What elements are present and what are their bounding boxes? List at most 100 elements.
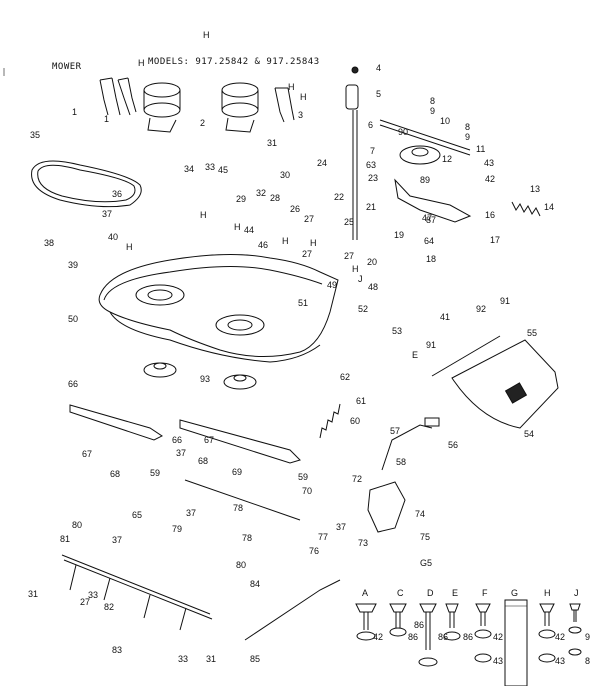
extension-spring-part xyxy=(319,403,341,439)
part-callout-91: 91 xyxy=(426,340,436,350)
part-callout-74: 74 xyxy=(415,509,425,519)
part-callout-27: 27 xyxy=(302,249,312,259)
part-callout-51: 51 xyxy=(298,298,308,308)
part-callout-46: 46 xyxy=(258,240,268,250)
callout-letter: J xyxy=(358,274,363,284)
part-callout-36: 36 xyxy=(112,189,122,199)
hardware-key-letter-F: F xyxy=(482,588,488,598)
part-callout-18: 18 xyxy=(426,254,436,264)
part-callout-6: 6 xyxy=(368,120,373,130)
hardware-key-number: 42 xyxy=(493,632,503,642)
part-callout-48: 48 xyxy=(368,282,378,292)
hardware-bolts xyxy=(355,603,582,667)
part-callout-27: 27 xyxy=(80,597,90,607)
part-callout-37: 37 xyxy=(176,448,186,458)
part-callout-32: 32 xyxy=(256,188,266,198)
part-callout-4: 4 xyxy=(376,63,381,73)
part-callout-79: 79 xyxy=(172,524,182,534)
part-callout-33: 33 xyxy=(88,590,98,600)
hardware-key-number: 43 xyxy=(493,656,503,666)
lift-rod-part xyxy=(352,110,358,240)
part-callout-84: 84 xyxy=(250,579,260,589)
callout-letter: H xyxy=(300,92,307,102)
callout-letter: H xyxy=(352,264,359,274)
part-callout-49: 49 xyxy=(327,280,337,290)
idler-arm-part xyxy=(394,178,472,223)
part-callout-50: 50 xyxy=(68,314,78,324)
discharge-chute-part xyxy=(451,339,559,429)
hardware-key-letter-H: H xyxy=(544,588,551,598)
part-callout-78: 78 xyxy=(233,503,243,513)
hardware-key-letter-C: C xyxy=(397,588,404,598)
part-callout-17: 17 xyxy=(490,235,500,245)
part-callout-2: 2 xyxy=(200,118,205,128)
part-callout-8: 8 xyxy=(465,122,470,132)
part-callout-34: 34 xyxy=(184,164,194,174)
part-callout-44: 44 xyxy=(244,225,254,235)
part-callout-60: 60 xyxy=(350,416,360,426)
part-callout-14: 14 xyxy=(544,202,554,212)
part-callout-66: 66 xyxy=(172,435,182,445)
part-callout-45: 45 xyxy=(218,165,228,175)
section-label: MOWER xyxy=(52,62,82,72)
part-callout-67: 67 xyxy=(82,449,92,459)
bracket-part xyxy=(274,87,295,123)
part-callout-78: 78 xyxy=(242,533,252,543)
pulley-part xyxy=(143,82,259,133)
idler-bracket-part xyxy=(99,77,137,116)
part-callout-27: 27 xyxy=(344,251,354,261)
part-callout-62: 62 xyxy=(340,372,350,382)
callout-letter: H xyxy=(200,210,207,220)
engagement-plate-part xyxy=(367,481,406,533)
part-callout-40: 40 xyxy=(108,232,118,242)
part-callout-23: 23 xyxy=(368,173,378,183)
callout-letter: H xyxy=(234,222,241,232)
part-callout-16: 16 xyxy=(485,210,495,220)
part-callout-76: 76 xyxy=(309,546,319,556)
callout-letter: H xyxy=(126,242,133,252)
front-link-rod-part xyxy=(184,479,301,521)
part-callout-37: 37 xyxy=(336,522,346,532)
part-callout-92: 92 xyxy=(476,304,486,314)
part-callout-73: 73 xyxy=(358,538,368,548)
part-callout-33: 33 xyxy=(205,162,215,172)
hardware-key-letter-D: D xyxy=(427,588,434,598)
part-callout-37: 37 xyxy=(112,535,122,545)
part-callout-30: 30 xyxy=(280,170,290,180)
part-callout-24: 24 xyxy=(317,158,327,168)
part-callout-21: 21 xyxy=(366,202,376,212)
part-callout-64: 64 xyxy=(424,236,434,246)
hardware-key-letter-E: E xyxy=(452,588,458,598)
part-callout-59: 59 xyxy=(298,472,308,482)
part-callout-55: 55 xyxy=(527,328,537,338)
hardware-key-number: 86 xyxy=(463,632,473,642)
part-callout-67: 67 xyxy=(204,435,214,445)
part-callout-33: 33 xyxy=(178,654,188,664)
part-callout-91: 91 xyxy=(500,296,510,306)
part-callout-75: 75 xyxy=(420,532,430,542)
part-callout-93: 93 xyxy=(200,374,210,384)
part-callout-39: 39 xyxy=(68,260,78,270)
idler-spring-part xyxy=(511,201,541,217)
hardware-key-number: 86 xyxy=(408,632,418,642)
part-callout-81: 81 xyxy=(60,534,70,544)
part-callout-89: 89 xyxy=(420,175,430,185)
hardware-key-number: 86 xyxy=(438,632,448,642)
part-callout-9: 9 xyxy=(465,132,470,142)
part-callout-27: 27 xyxy=(304,214,314,224)
part-callout-65: 65 xyxy=(132,510,142,520)
hardware-key-letter-G: G xyxy=(511,588,518,598)
part-callout-43: 43 xyxy=(484,158,494,168)
part-callout-3: 3 xyxy=(298,110,303,120)
callout-letter: H xyxy=(203,30,210,40)
part-callout-1: 1 xyxy=(72,107,77,117)
part-callout-25: 25 xyxy=(344,217,354,227)
part-callout-80: 80 xyxy=(236,560,246,570)
part-callout-8: 8 xyxy=(430,96,435,106)
chute-rod-part xyxy=(431,335,501,377)
part-callout-83: 83 xyxy=(112,645,122,655)
part-callout-90: 90 xyxy=(398,127,408,137)
engagement-lever-part xyxy=(381,417,440,471)
part-callout-59: 59 xyxy=(150,468,160,478)
hardware-key-letter-A: A xyxy=(362,588,368,598)
